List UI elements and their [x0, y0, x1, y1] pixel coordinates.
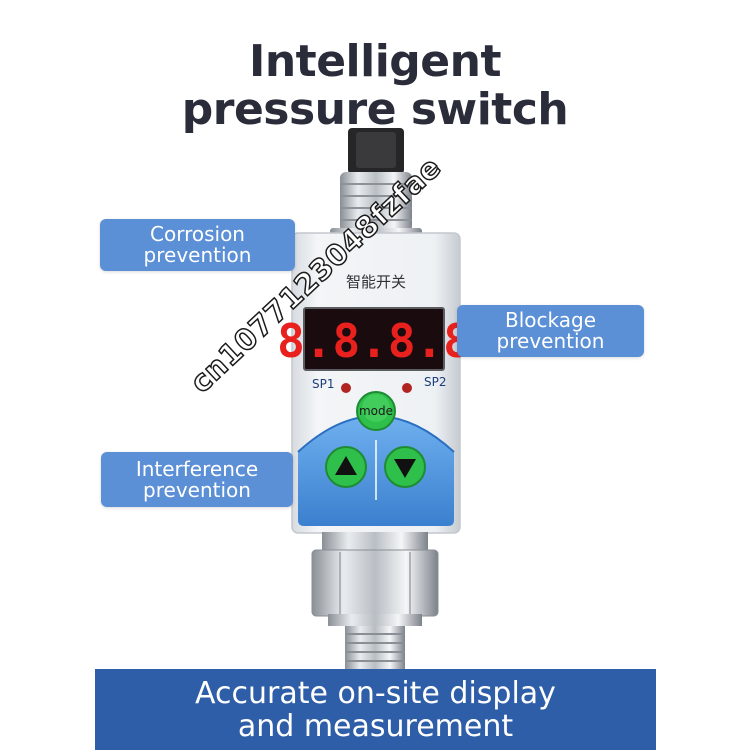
sp1-indicator-light	[341, 383, 351, 393]
triangle-down-icon	[394, 459, 416, 478]
triangle-up-icon	[335, 456, 357, 475]
bottom-banner: Accurate on-site display and measurement	[95, 669, 656, 750]
interference-label-line-2: prevention	[143, 477, 251, 502]
page-title: Intelligent pressure switch	[0, 38, 750, 134]
mode-button-label: mode	[359, 404, 393, 418]
title-line-2: pressure switch	[181, 84, 569, 135]
blockage-label-line-2: prevention	[496, 329, 605, 353]
brand-text: 智能开关	[346, 273, 406, 291]
sp2-label: SP2	[424, 375, 447, 389]
led-display: 8.8.8.8	[277, 307, 471, 371]
banner-line-1: Accurate on-site display	[195, 675, 556, 711]
led-display-value: 8.8.8.8	[277, 314, 471, 368]
sp1-label: SP1	[312, 377, 335, 391]
corrosion-label-line-1: Corrosion	[150, 222, 245, 246]
up-button[interactable]	[325, 446, 367, 488]
hex-fitting	[311, 532, 439, 626]
corrosion-prevention-label: Corrosion prevention	[100, 219, 295, 271]
blockage-prevention-label: Blockage prevention	[457, 305, 644, 357]
mode-button[interactable]: mode	[356, 391, 396, 431]
blockage-label-line-1: Blockage	[505, 308, 596, 332]
connector-cap	[348, 128, 404, 174]
down-button[interactable]	[384, 446, 426, 488]
thread-stem	[345, 626, 405, 670]
banner-line-2: and measurement	[237, 708, 514, 744]
sp2-indicator-light	[402, 383, 412, 393]
corrosion-label-line-2: prevention	[143, 243, 252, 267]
title-line-1: Intelligent	[248, 36, 502, 87]
interference-label-line-1: Interference	[135, 456, 259, 481]
interference-prevention-label: Interference prevention	[101, 452, 293, 507]
